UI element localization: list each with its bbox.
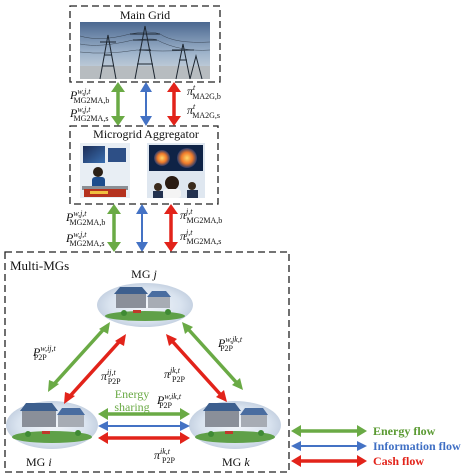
energy-sharing-label-line2: sharing xyxy=(114,400,149,414)
legend-information-label: Information flow xyxy=(373,439,461,453)
grid-energy-arrow xyxy=(111,82,125,126)
p2p-ij-energy-arrow xyxy=(48,322,110,392)
legend-cash-label: Cash flow xyxy=(373,454,424,468)
legend-information-arrow xyxy=(291,441,367,451)
agg-cash-arrow xyxy=(164,204,178,252)
mg-i-illustration xyxy=(6,401,98,449)
main-grid-title: Main Grid xyxy=(120,8,170,22)
mg-k-illustration xyxy=(189,401,281,449)
mg-j-label: MG j xyxy=(131,267,157,281)
mg-k-label: MG k xyxy=(222,455,250,469)
transmission-tower-photo xyxy=(79,22,211,80)
aggregator-box: Microgrid Aggregator xyxy=(69,125,219,205)
legend-cash-arrow xyxy=(291,455,367,467)
energy-sharing-label-line1: Energy xyxy=(115,387,149,401)
agg-energy-arrow xyxy=(107,204,121,252)
mg-i-label: MG i xyxy=(26,455,52,469)
p2p-ik-cash-arrow xyxy=(98,432,190,444)
p2p-ik-arrows xyxy=(98,408,190,444)
p2p-jk-cash-arrow xyxy=(166,334,227,402)
main-grid-box: Main Grid xyxy=(69,5,221,83)
p2p-ik-energy-arrow xyxy=(98,408,190,420)
legend: Energy flow Information flow Cash flow xyxy=(291,424,461,468)
multi-mgs-title: Multi-MGs xyxy=(10,258,69,273)
agg-information-arrow xyxy=(136,204,148,252)
aggregator-title: Microgrid Aggregator xyxy=(93,127,199,141)
grid-information-arrow xyxy=(140,82,152,126)
p2p-jk-arrows xyxy=(166,322,243,402)
grid-cash-arrow xyxy=(167,82,181,126)
p2p-ij-arrows xyxy=(48,322,126,404)
dispatch-staff-photo xyxy=(147,143,205,198)
multi-mgs-box: Multi-MGs xyxy=(4,251,290,473)
mg-j-illustration xyxy=(97,283,193,327)
p2p-ij-cash-arrow xyxy=(64,334,126,404)
grid-link-arrows xyxy=(111,82,181,126)
aggregator-link-arrows xyxy=(107,204,178,252)
p2p-ik-information-arrow xyxy=(98,421,190,431)
p2p-jk-energy-arrow xyxy=(182,322,243,390)
control-room-photo xyxy=(80,143,130,198)
legend-energy-label: Energy flow xyxy=(373,424,436,438)
legend-energy-arrow xyxy=(291,425,367,437)
